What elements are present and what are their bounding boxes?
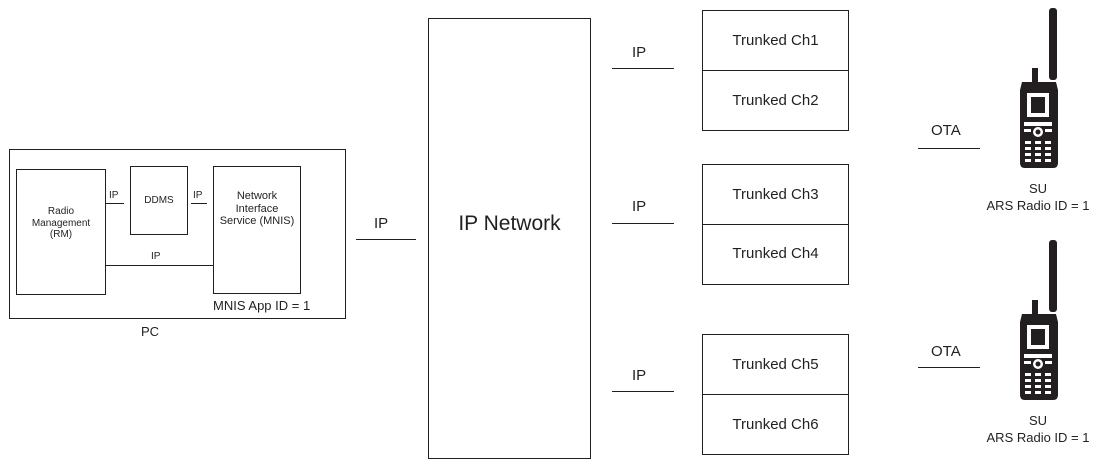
trunked-ch5-label: Trunked Ch5	[732, 356, 819, 373]
ddms-box	[130, 166, 188, 235]
radio-handset-icon	[1020, 240, 1058, 400]
ip-network-label: IP Network	[458, 212, 561, 235]
trunked-ch3-box	[702, 164, 849, 225]
mnis-box	[213, 166, 301, 294]
link-ddms-mnis-label: IP	[193, 190, 203, 201]
su-1-name: SU	[1028, 181, 1048, 196]
link-ddms-mnis	[191, 203, 207, 204]
radio-handset-icon	[1020, 8, 1058, 168]
trunked-ch4-label: Trunked Ch4	[732, 245, 819, 262]
trunked-ch6-label: Trunked Ch6	[732, 416, 819, 433]
ota-link-2	[918, 367, 980, 368]
trunked-ch1-label: Trunked Ch1	[732, 32, 819, 49]
trunked-ch2-label: Trunked Ch2	[732, 92, 819, 109]
link-rm-ddms-label: IP	[109, 190, 119, 201]
ota-label-1: OTA	[931, 122, 961, 139]
trunked-ch1-box	[702, 10, 849, 71]
ip-network-box	[428, 18, 591, 459]
trunked-ch5-box	[702, 334, 849, 395]
radio-management-label: Radio Management (RM)	[31, 206, 91, 240]
pc-caption: PC	[140, 324, 160, 339]
trunked-ch6-box	[702, 394, 849, 455]
link-pc-network	[356, 239, 416, 240]
su-1-ars-id: ARS Radio ID = 1	[986, 198, 1090, 213]
ota-label-2: OTA	[931, 343, 961, 360]
ota-link-1	[918, 148, 980, 149]
link-network-group-1	[612, 68, 674, 69]
radio-management-box	[16, 169, 106, 295]
group-2-link-label: IP	[632, 198, 647, 215]
link-rm-mnis-label: IP	[151, 251, 161, 262]
trunked-ch3-label: Trunked Ch3	[732, 186, 819, 203]
group-1-link-label: IP	[632, 44, 647, 61]
mnis-label: Network Interface Service (MNIS)	[219, 190, 295, 228]
link-rm-ddms	[106, 203, 124, 204]
su-2-ars-id: ARS Radio ID = 1	[986, 430, 1090, 445]
group-3-link-label: IP	[632, 367, 647, 384]
mnis-app-id: MNIS App ID = 1	[213, 298, 311, 313]
trunked-ch2-box	[702, 70, 849, 131]
link-rm-mnis	[106, 265, 213, 266]
link-network-group-3	[612, 391, 674, 392]
su-2-name: SU	[1028, 413, 1048, 428]
trunked-ch4-box	[702, 224, 849, 285]
link-network-group-2	[612, 223, 674, 224]
link-pc-network-label: IP	[374, 215, 389, 232]
ddms-label: DDMS	[144, 195, 174, 206]
